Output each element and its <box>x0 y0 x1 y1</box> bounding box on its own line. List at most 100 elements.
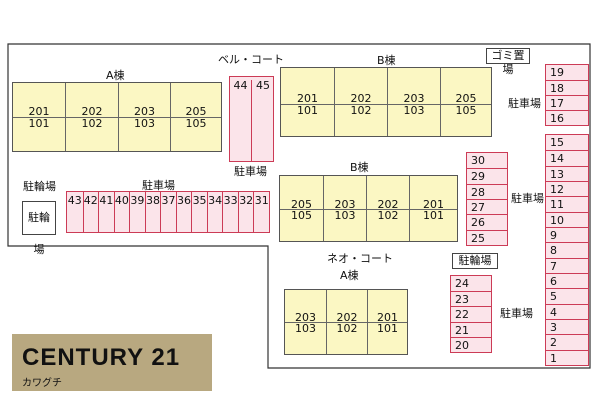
neo-bike-parking-label: 駐輪場 <box>452 253 498 269</box>
parking-label: 駐車場 <box>508 97 541 110</box>
neo-b-building-title: B棟 <box>350 161 369 174</box>
parking-space: 15 <box>550 136 564 149</box>
parking-space: 45 <box>256 79 270 92</box>
unit: 203 103 <box>387 68 440 136</box>
parking-space: 28 <box>467 183 507 199</box>
parking-space: 37 <box>160 192 176 232</box>
parking-space: 1 <box>546 349 588 365</box>
unit-lower: 105 <box>455 104 477 117</box>
unit-upper: 202 <box>336 311 358 324</box>
unit-upper: 202 <box>350 92 372 105</box>
parking-label: 駐車場 <box>234 165 267 178</box>
unit: 205 105 <box>440 68 491 136</box>
unit-upper: 201 <box>297 92 318 105</box>
unit-upper: 201 <box>28 105 50 118</box>
neo-court-name: ネオ・コート <box>327 252 393 265</box>
parking-space: 6 <box>546 273 588 288</box>
parking-space: 18 <box>546 80 588 95</box>
neo-a-building: 203 103 202 102 201 101 <box>284 289 408 355</box>
parking-space: 27 <box>467 199 507 214</box>
unit: 202 102 <box>366 176 409 241</box>
unit: 201 101 <box>409 176 457 241</box>
unit-lower: 103 <box>134 117 155 130</box>
parking-space: 8 <box>546 242 588 257</box>
unit-lower: 101 <box>297 104 318 117</box>
unit-upper: 203 <box>403 92 425 105</box>
unit-lower: 102 <box>350 104 372 117</box>
parking-space: 23 <box>451 291 491 306</box>
floor-divider <box>281 104 491 105</box>
parking-space: 10 <box>546 211 588 227</box>
unit-lower: 102 <box>377 209 399 222</box>
unit-upper: 203 <box>334 198 356 211</box>
unit: 203 103 <box>323 176 366 241</box>
unit-lower: 103 <box>295 322 316 335</box>
neo-a-building-title: A棟 <box>340 269 359 282</box>
parking-44-45: 44 45 <box>229 76 274 162</box>
bell-a-building-title: A棟 <box>106 69 125 82</box>
unit: 205 105 <box>280 176 323 241</box>
bell-b-building-title: B棟 <box>377 54 396 67</box>
unit-lower: 103 <box>334 209 356 222</box>
parking-space: 14 <box>546 150 588 165</box>
parking-space: 33 <box>222 192 238 232</box>
parking-space: 43 <box>67 194 82 207</box>
parking-space: 34 <box>206 192 223 232</box>
parking-space: 30 <box>471 154 485 167</box>
parking-space: 42 <box>82 192 99 232</box>
unit-upper: 202 <box>377 198 399 211</box>
parking-space: 7 <box>546 257 588 273</box>
unit-upper: 203 <box>134 105 155 118</box>
parking-label: 駐車場 <box>142 179 175 192</box>
parking-space: 31 <box>253 192 269 232</box>
parking-space: 24 <box>455 277 469 290</box>
unit-lower: 101 <box>28 117 50 130</box>
parking-space: 25 <box>467 229 507 245</box>
unit: 203 103 <box>285 290 326 354</box>
parking-space: 39 <box>129 192 145 232</box>
unit-upper: 205 <box>185 105 207 118</box>
unit-upper: 203 <box>295 311 316 324</box>
parking-space: 32 <box>237 192 254 232</box>
unit-lower: 105 <box>291 209 312 222</box>
parking-space: 5 <box>546 288 588 303</box>
unit-upper: 201 <box>377 311 398 324</box>
parking-space: 11 <box>546 196 588 211</box>
floor-divider <box>280 209 457 210</box>
parking-space: 44 <box>230 80 252 162</box>
unit: 201 101 <box>13 83 65 151</box>
bike-parking-label: 駐輪場 <box>23 180 56 193</box>
unit-upper: 201 <box>423 198 444 211</box>
parking-space: 4 <box>546 303 588 319</box>
bell-court-name: ベル・コート <box>218 53 284 66</box>
logo-branch: カワグチ <box>22 378 62 389</box>
unit-lower: 101 <box>423 209 444 222</box>
parking-space: 2 <box>546 334 588 349</box>
parking-space: 40 <box>113 192 130 232</box>
parking-space: 20 <box>451 336 491 352</box>
parking-space: 17 <box>546 95 588 110</box>
unit-lower: 102 <box>81 117 103 130</box>
parking-space: 26 <box>467 214 507 229</box>
parking-space: 38 <box>144 192 161 232</box>
unit-lower: 105 <box>185 117 207 130</box>
parking-label: 駐車場 <box>500 307 533 320</box>
logo-brand: CENTURY 21 <box>22 344 181 371</box>
parking-space: 9 <box>546 227 588 242</box>
neo-b-building: 205 105 203 103 202 102 201 101 <box>279 175 458 242</box>
bike-parking-box: 駐輪場 <box>22 201 56 256</box>
unit-upper: 205 <box>291 198 312 211</box>
parking-space: 16 <box>546 110 588 125</box>
parking-space: 35 <box>191 192 207 232</box>
unit-upper: 205 <box>455 92 477 105</box>
parking-space: 19 <box>550 66 564 79</box>
floor-divider <box>13 117 221 118</box>
unit-lower: 101 <box>377 322 398 335</box>
century21-logo: CENTURY 21 カワグチ <box>12 334 212 391</box>
parking-space: 36 <box>175 192 192 232</box>
